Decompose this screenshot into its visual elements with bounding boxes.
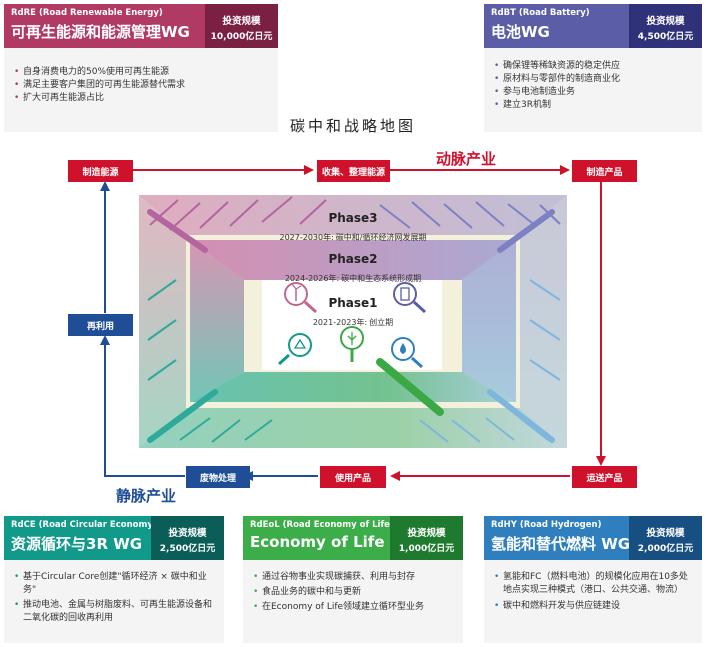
investment-amount: 2,500亿日元 bbox=[159, 544, 216, 554]
list-item: 食品业务的碳中和与更新 bbox=[253, 586, 455, 599]
investment-badge: 投资规模 10,000亿日元 bbox=[205, 4, 278, 48]
phase2-label: Phase2 2024-2026年:碳中和生态系统形成期 bbox=[0, 252, 706, 285]
flow-waste-treatment: 废物处理 bbox=[186, 466, 250, 488]
wg-header: RdHY (Road Hydrogen) 氢能和替代燃料 WG 投资规模 2,0… bbox=[484, 516, 702, 560]
investment-label: 投资规模 bbox=[222, 16, 261, 27]
list-item: 碳中和燃料开发与供应链建设 bbox=[494, 600, 694, 613]
phase3-band bbox=[139, 195, 567, 448]
investment-badge: 投资规模 1,000亿日元 bbox=[390, 516, 463, 560]
food-icon bbox=[340, 326, 364, 362]
wg-title: 电池WG bbox=[491, 23, 550, 41]
list-item: 建立3R机制 bbox=[494, 99, 694, 112]
wg-code: RdRE (Road Renewable Energy) bbox=[11, 8, 163, 18]
list-item: 推动电池、金属与树脂废料、可再生能源设备和二氧化碳的回收再利用 bbox=[14, 599, 216, 625]
list-item: 在Economy of Life领域建立循环型业务 bbox=[253, 601, 455, 614]
wind-turbine-icon bbox=[284, 282, 318, 314]
list-item: 自身消费电力的50%使用可再生能源 bbox=[14, 66, 270, 79]
wg-code: RdCE (Road Circular Economy) bbox=[11, 520, 157, 530]
wg-card-rdhy: RdHY (Road Hydrogen) 氢能和替代燃料 WG 投资规模 2,0… bbox=[484, 516, 702, 643]
phase-name: Phase2 bbox=[328, 252, 378, 266]
investment-amount: 1,000亿日元 bbox=[398, 544, 455, 554]
flow-make-products: 制造产品 bbox=[572, 160, 637, 182]
flow-use-products: 使用产品 bbox=[320, 466, 386, 488]
flow-make-energy: 制造能源 bbox=[68, 160, 133, 182]
venous-industry-label: 静脉产业 bbox=[116, 487, 177, 505]
list-item: 基于Circular Core创建"循环经济 × 碳中和业务" bbox=[14, 571, 216, 597]
recycle-icon bbox=[277, 333, 312, 366]
wg-header: RdBT (Road Battery) 电池WG 投资规模 4,500亿日元 bbox=[484, 4, 702, 48]
list-item: 确保锂等稀缺资源的稳定供应 bbox=[494, 60, 694, 73]
wg-header: RdRE (Road Renewable Energy) 可再生能源和能源管理W… bbox=[4, 4, 278, 48]
wg-bullets: 基于Circular Core创建"循环经济 × 碳中和业务" 推动电池、金属与… bbox=[14, 571, 216, 625]
wg-header: RdCE (Road Circular Economy) 资源循环与3R WG … bbox=[4, 516, 224, 560]
list-item: 参与电池制造业务 bbox=[494, 86, 694, 99]
list-item: 满足主要客户集团的可再生能源替代需求 bbox=[14, 79, 270, 92]
wg-code: RdBT (Road Battery) bbox=[491, 8, 590, 18]
investment-label: 投资规模 bbox=[646, 528, 685, 539]
investment-label: 投资规模 bbox=[168, 528, 207, 539]
arterial-industry-label: 动脉产业 bbox=[436, 150, 497, 168]
wg-title: 氢能和替代燃料 WG bbox=[491, 535, 631, 553]
wg-bullets: 确保锂等稀缺资源的稳定供应 原材料与零部件的制造商业化 参与电池制造业务 建立3… bbox=[494, 60, 694, 112]
wg-bullets: 自身消费电力的50%使用可再生能源 满足主要客户集团的可再生能源替代需求 扩大可… bbox=[14, 66, 270, 105]
phase-years: 2027-2030年: bbox=[279, 233, 334, 242]
big-growth-arrows bbox=[147, 209, 555, 443]
phase-desc: 创立期 bbox=[369, 318, 394, 327]
phase-name: Phase1 bbox=[328, 296, 378, 310]
wg-header: RdEoL (Road Economy of Life) Economy of … bbox=[243, 516, 463, 560]
wg-card-rdbt: RdBT (Road Battery) 电池WG 投资规模 4,500亿日元 确… bbox=[484, 4, 702, 132]
list-item: 原材料与零部件的制造商业化 bbox=[494, 73, 694, 86]
phase2-band bbox=[190, 240, 516, 402]
wg-title: 可再生能源和能源管理WG bbox=[11, 23, 190, 41]
investment-label: 投资规模 bbox=[407, 528, 446, 539]
list-item: 扩大可再生能源占比 bbox=[14, 92, 270, 105]
phase-name: Phase3 bbox=[328, 211, 378, 225]
investment-badge: 投资规模 4,500亿日元 bbox=[629, 4, 702, 48]
battery-icon bbox=[393, 282, 427, 314]
venous-flow-lines bbox=[100, 181, 318, 481]
wg-code: RdHY (Road Hydrogen) bbox=[491, 520, 602, 530]
phase1-label: Phase1 2021-2023年:创立期 bbox=[0, 296, 706, 329]
wg-code: RdEoL (Road Economy of Life) bbox=[250, 520, 394, 530]
arterial-flow-lines bbox=[133, 165, 606, 481]
wg-title: 资源循环与3R WG bbox=[11, 535, 143, 553]
list-item: 通过谷物事业实现碳捕获、利用与封存 bbox=[253, 571, 455, 584]
investment-amount: 4,500亿日元 bbox=[637, 32, 694, 42]
phase-years: 2024-2026年: bbox=[284, 274, 340, 283]
wg-card-rdeol: RdEoL (Road Economy of Life) Economy of … bbox=[243, 516, 463, 643]
hydrogen-icon bbox=[391, 337, 424, 369]
wg-title: Economy of Life WG bbox=[250, 533, 419, 551]
list-item: 氢能和FC（燃料电池）的规模化应用在10多处地点实现三种模式（港口、公共交通、物… bbox=[494, 571, 694, 597]
flow-reuse: 再利用 bbox=[68, 314, 133, 336]
phase-desc: 碳中和/循环经济网发展期 bbox=[335, 233, 427, 242]
flow-transport-products: 运送产品 bbox=[572, 466, 637, 488]
wg-card-rdce: RdCE (Road Circular Economy) 资源循环与3R WG … bbox=[4, 516, 224, 643]
investment-amount: 10,000亿日元 bbox=[210, 32, 273, 42]
wg-bullets: 通过谷物事业实现碳捕获、利用与封存 食品业务的碳中和与更新 在Economy o… bbox=[253, 571, 455, 614]
investment-badge: 投资规模 2,000亿日元 bbox=[629, 516, 702, 560]
investment-badge: 投资规模 2,500亿日元 bbox=[151, 516, 224, 560]
phase-desc: 碳中和生态系统形成期 bbox=[341, 274, 422, 283]
flow-collect-organize: 收集、整理能源 bbox=[317, 160, 390, 182]
phase3-label: Phase3 2027-2030年:碳中和/循环经济网发展期 bbox=[0, 211, 706, 244]
phase-years: 2021-2023年: bbox=[312, 318, 368, 327]
investment-amount: 2,000亿日元 bbox=[637, 544, 694, 554]
map-title: 碳中和战略地图 bbox=[289, 117, 416, 135]
investment-label: 投资规模 bbox=[646, 16, 685, 27]
wg-card-rdre: RdRE (Road Renewable Energy) 可再生能源和能源管理W… bbox=[4, 4, 278, 132]
wg-bullets: 氢能和FC（燃料电池）的规模化应用在10多处地点实现三种模式（港口、公共交通、物… bbox=[494, 571, 694, 613]
